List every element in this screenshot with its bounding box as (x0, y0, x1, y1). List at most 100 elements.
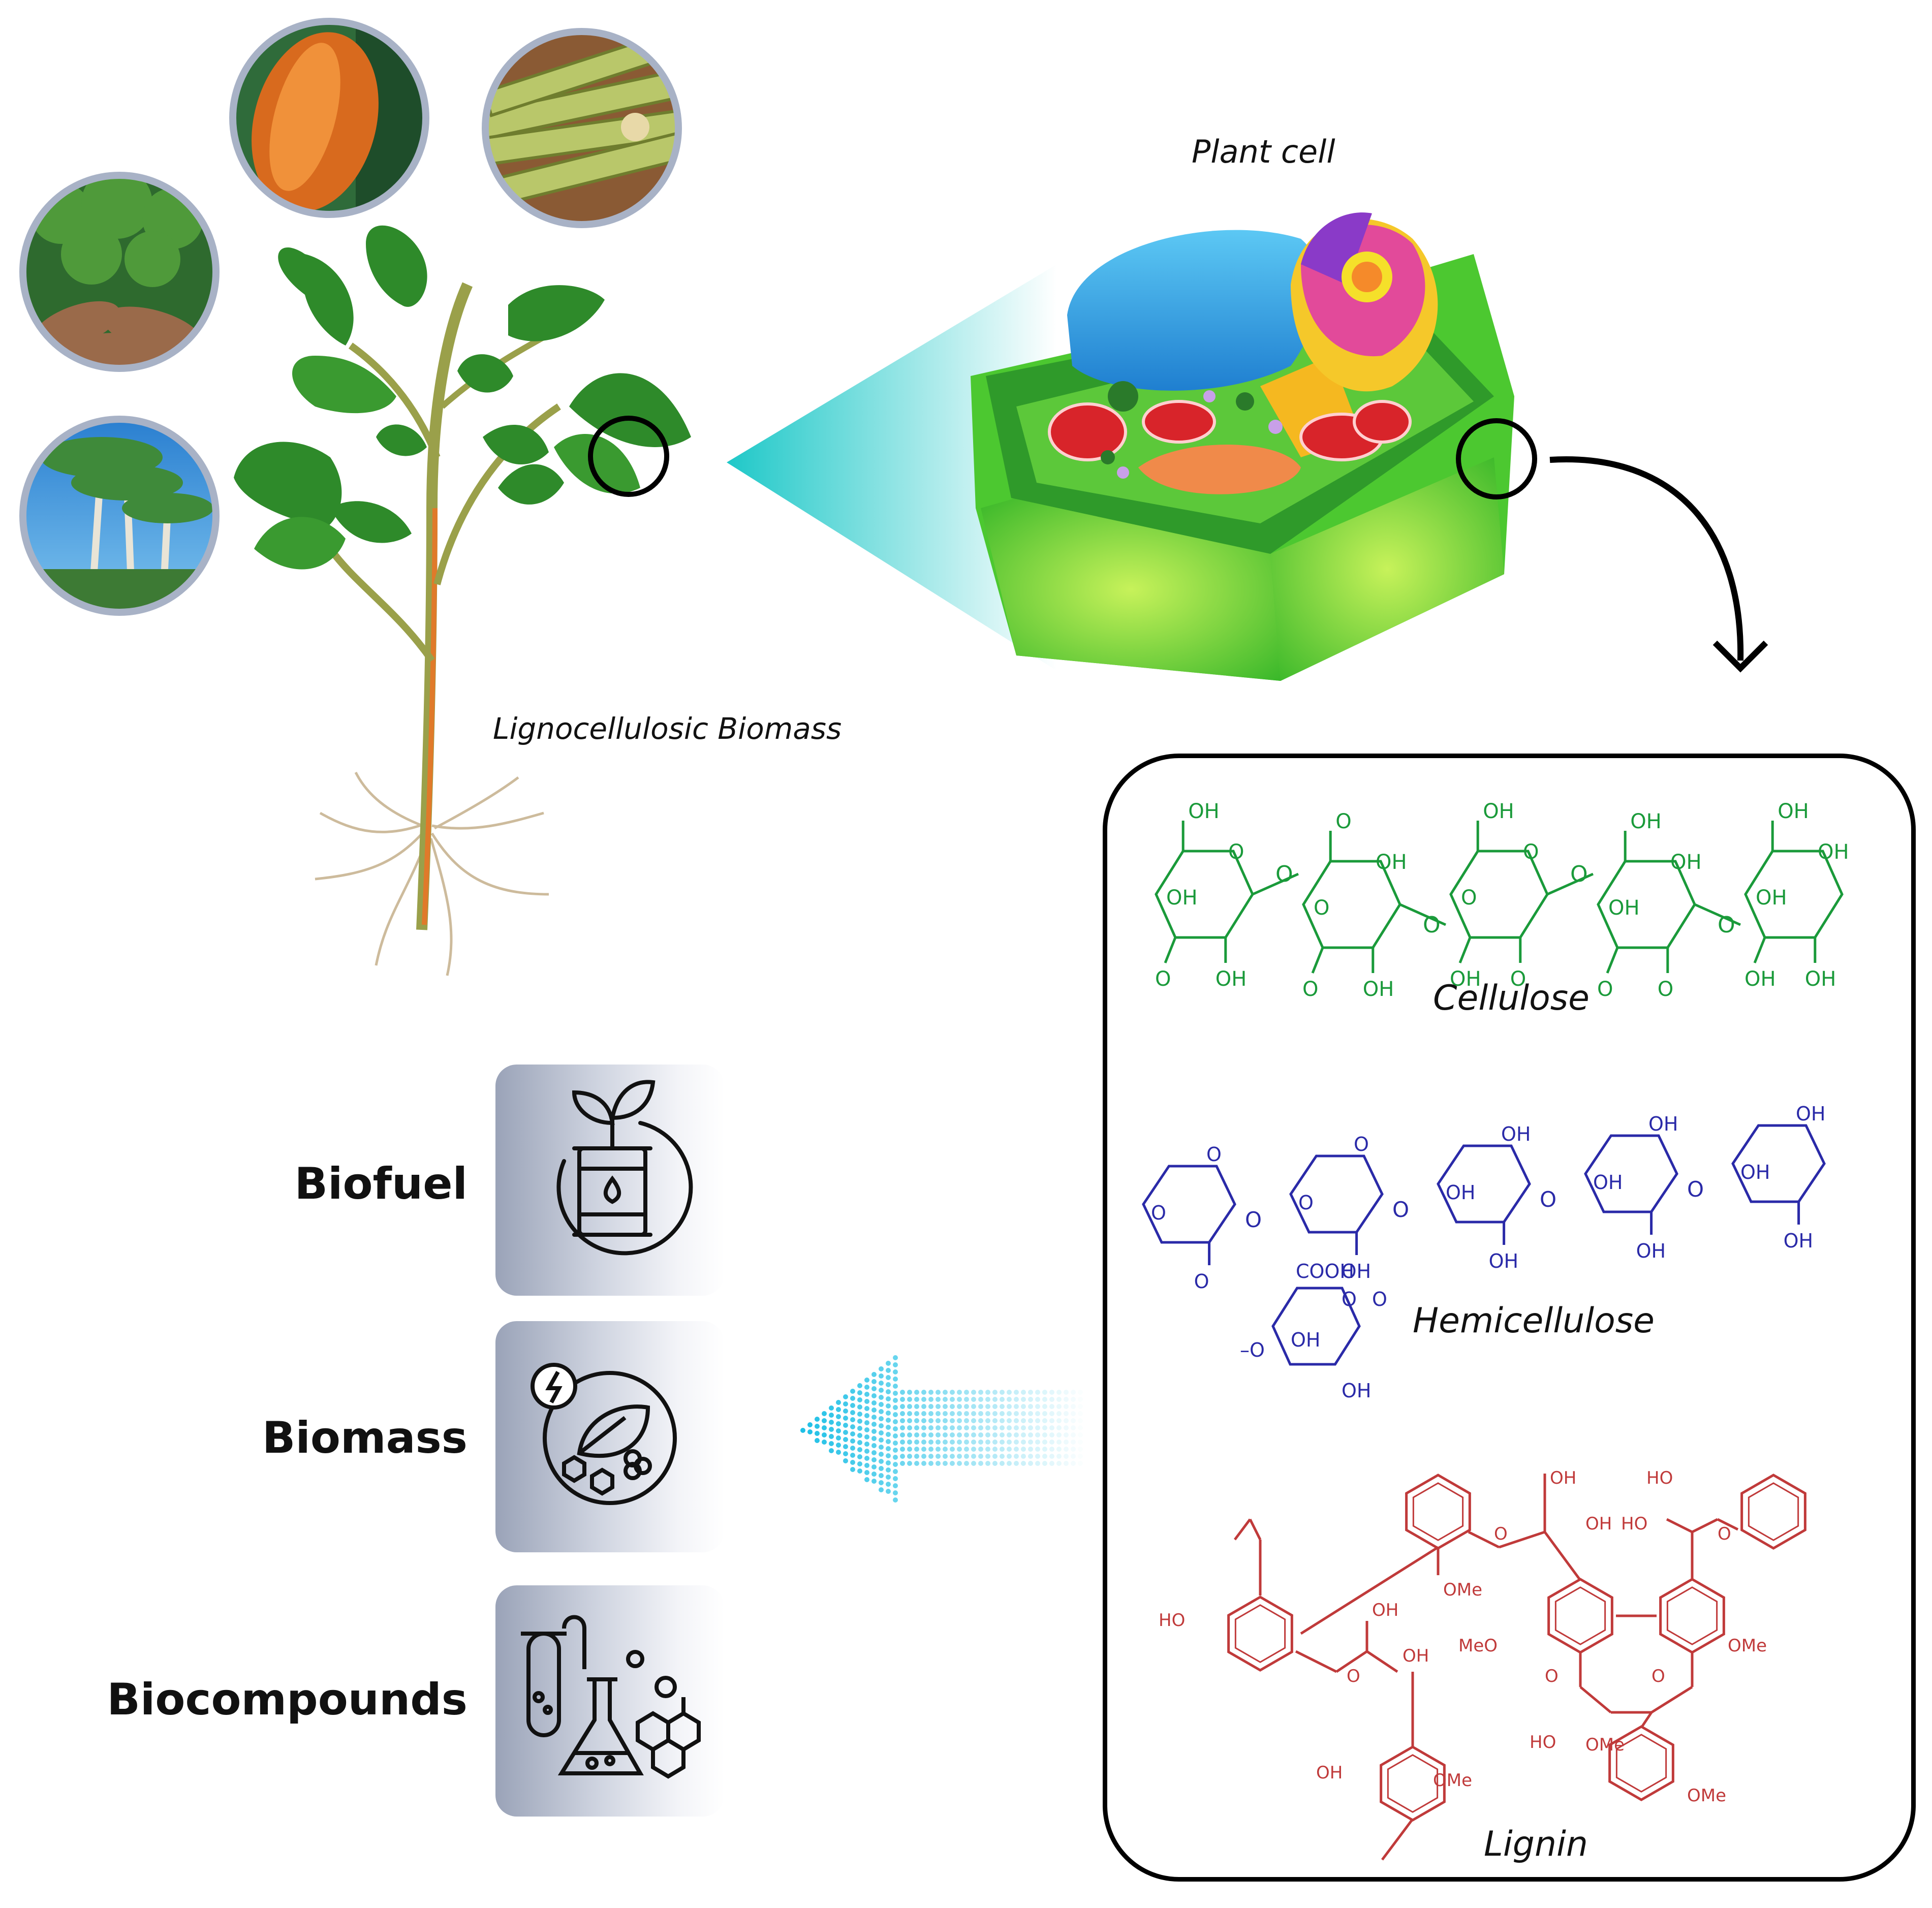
arrow-dot (1064, 1447, 1069, 1452)
arrow-dot (886, 1403, 891, 1409)
arrow-dot (857, 1390, 862, 1395)
arrow-dot (928, 1390, 933, 1395)
arrow-dot (879, 1445, 884, 1450)
cell-wall-zoom-circle (1456, 418, 1537, 499)
arrow-dot (971, 1397, 976, 1402)
chem-label: OH (1585, 1514, 1612, 1534)
arrow-dot (1014, 1454, 1019, 1459)
arrow-dot (978, 1454, 983, 1459)
arrow-dot (879, 1381, 884, 1386)
arrow-dot (871, 1464, 877, 1469)
arrow-dot (1071, 1461, 1076, 1466)
arrow-dot (985, 1432, 990, 1437)
arrow-dot (1056, 1397, 1062, 1402)
arrow-dot (843, 1444, 848, 1449)
arrow-dot (985, 1411, 990, 1416)
arrow-dot (879, 1373, 884, 1379)
bond (1650, 1685, 1693, 1714)
arrow-dot (886, 1396, 891, 1401)
arrow-dot (900, 1411, 905, 1416)
arrow-dot (936, 1418, 941, 1423)
arrow-dot (1021, 1404, 1026, 1409)
bond (1579, 1686, 1612, 1713)
arrow-dot (893, 1426, 898, 1431)
arrow-dot (1056, 1390, 1062, 1395)
arrow-dot (928, 1397, 933, 1402)
arrow-dot (985, 1390, 990, 1395)
arrow-dot (900, 1418, 905, 1423)
arrow-dot (829, 1441, 834, 1446)
chem-label: O (1155, 967, 1171, 991)
aromatic-ring (1740, 1474, 1806, 1550)
arrow-dot (992, 1432, 998, 1437)
chem-label: OH (1670, 851, 1702, 874)
arrow-dot (857, 1447, 862, 1452)
arrow-dot (1064, 1454, 1069, 1459)
arrow-dot (893, 1419, 898, 1424)
chem-label: OH (1593, 1171, 1623, 1194)
arrow-dot (829, 1448, 834, 1453)
arrow-dot (978, 1418, 983, 1423)
chem-label: O (1275, 861, 1293, 887)
arrow-dot (936, 1411, 941, 1416)
chem-label: OH (1630, 810, 1662, 833)
arrow-dot (907, 1425, 912, 1430)
chem-label: O (1347, 1666, 1360, 1686)
arrow-dot (871, 1450, 877, 1455)
arrow-dot (985, 1404, 990, 1409)
biomass-label: Biomass (262, 1413, 468, 1463)
arrow-dot (879, 1388, 884, 1393)
chem-label: OH (1483, 800, 1514, 823)
arrow-dot (850, 1467, 855, 1472)
arrow-dot (1007, 1432, 1012, 1437)
sugar-ring (1271, 1287, 1361, 1366)
chem-label: OH (1342, 1260, 1371, 1283)
palm-photo (25, 422, 213, 610)
chem-label: O (1597, 978, 1613, 1001)
arrow-dot (1035, 1432, 1040, 1437)
chem-label: OH (1291, 1329, 1320, 1351)
arrow-dot (1028, 1404, 1033, 1409)
arrow-dot (807, 1422, 813, 1427)
arrow-dot (957, 1411, 962, 1416)
arrow-dot (864, 1463, 869, 1468)
arrow-dot (1028, 1411, 1033, 1416)
arrow-dot (992, 1440, 998, 1445)
chem-label: OH (1648, 1113, 1678, 1135)
arrow-dot (886, 1467, 891, 1473)
chem-label: HO (1646, 1468, 1673, 1488)
arrow-dot (857, 1461, 862, 1466)
arrow-dot (936, 1397, 941, 1402)
chem-label: OH (1796, 1103, 1825, 1125)
arrow-dot (936, 1432, 941, 1437)
arrow-dot (1028, 1461, 1033, 1466)
chem-label: O (1392, 1197, 1409, 1222)
arrow-dot (1028, 1425, 1033, 1430)
arrow-dot (964, 1397, 969, 1402)
arrow-dot (985, 1454, 990, 1459)
arrow-dot (857, 1419, 862, 1424)
arrow-dot (928, 1440, 933, 1445)
arrow-dot (943, 1461, 948, 1466)
arrow-dot (893, 1384, 898, 1389)
arrow-dot (886, 1418, 891, 1423)
arrow-dot (1021, 1397, 1026, 1402)
arrow-dot (957, 1390, 962, 1395)
arrow-dot (914, 1440, 919, 1445)
arrow-dot (843, 1394, 848, 1399)
arrow-dot (928, 1404, 933, 1409)
arrow-dot (1064, 1461, 1069, 1466)
arrow-dot (886, 1460, 891, 1465)
arrow-dot (1035, 1447, 1040, 1452)
arrow-dot (864, 1378, 869, 1383)
biomass-source-label: Lignocellulosic Biomass (493, 711, 842, 746)
arrow-dot (1064, 1411, 1069, 1416)
arrow-dot (1042, 1447, 1047, 1452)
arrow-dot (1014, 1461, 1019, 1466)
arrow-dot (978, 1440, 983, 1445)
arrow-dot (985, 1418, 990, 1423)
arrow-dot (950, 1411, 955, 1416)
